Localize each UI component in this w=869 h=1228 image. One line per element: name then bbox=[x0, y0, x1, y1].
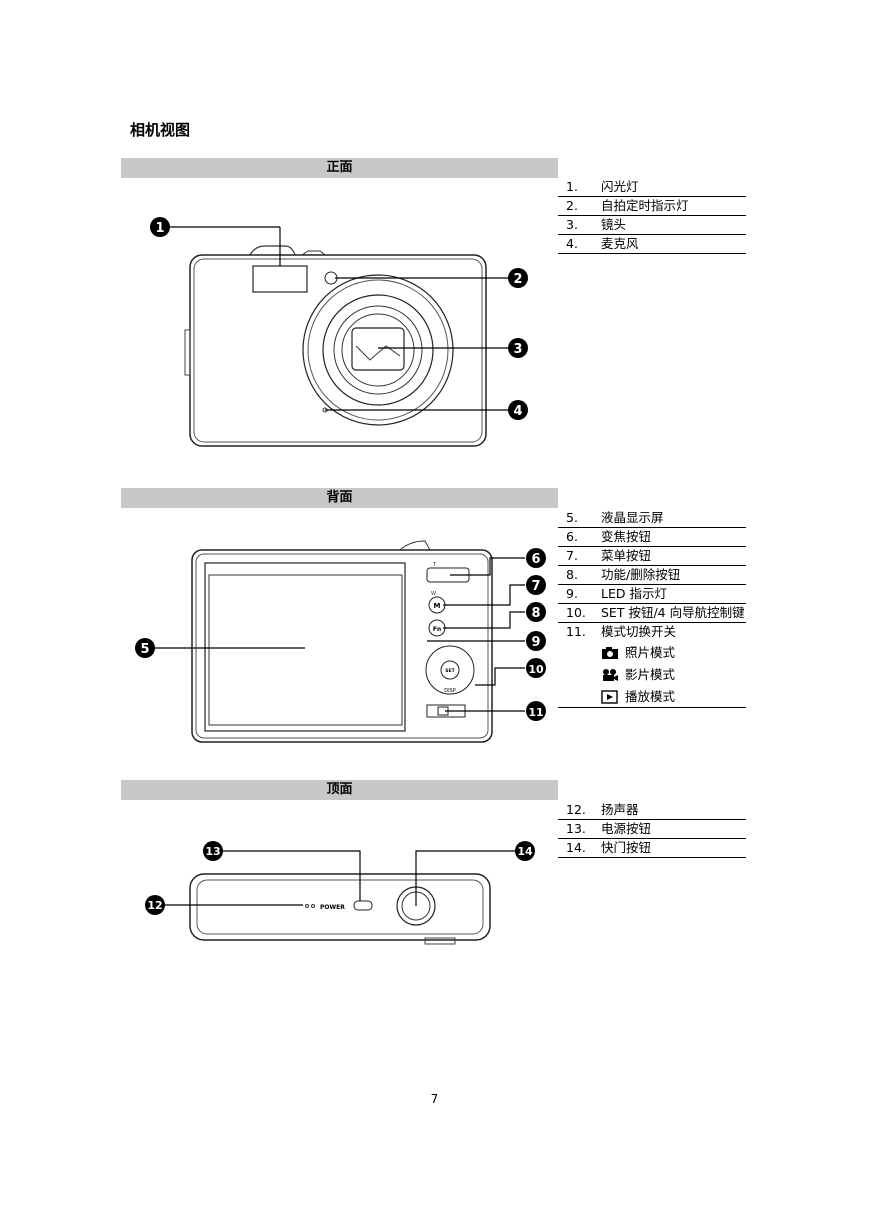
callout-11: 11 bbox=[526, 701, 546, 721]
callout-10: 10 bbox=[526, 658, 546, 678]
legend-item: 13.电源按钮 bbox=[558, 820, 746, 839]
legend-item: 4.麦克风 bbox=[558, 235, 746, 254]
svg-text:14: 14 bbox=[517, 845, 533, 858]
camera-front-diagram: 1 2 3 4 bbox=[150, 217, 528, 447]
legend-item: 5.液晶显示屏 bbox=[558, 509, 746, 528]
callout-6: 6 bbox=[526, 548, 546, 568]
svg-text:10: 10 bbox=[528, 663, 544, 676]
svg-text:POWER: POWER bbox=[320, 904, 345, 911]
callout-12: 12 bbox=[145, 895, 165, 915]
svg-text:6: 6 bbox=[531, 552, 540, 567]
callout-7: 7 bbox=[526, 575, 546, 595]
camera-back-diagram: W T M Fn SET DISP 5 6 7 8 9 10 11 bbox=[135, 540, 546, 743]
callout-4: 4 bbox=[508, 400, 528, 420]
svg-text:13: 13 bbox=[205, 845, 220, 858]
legend-back: 5.液晶显示屏 6.变焦按钮 7.菜单按钮 8.功能/删除按钮 9.LED 指示… bbox=[558, 509, 746, 708]
camera-icon bbox=[602, 647, 618, 659]
page-number: 7 bbox=[430, 1092, 439, 1106]
section-header-top: 顶面 bbox=[121, 780, 558, 800]
legend-item: 2.自拍定时指示灯 bbox=[558, 197, 746, 216]
svg-text:12: 12 bbox=[147, 899, 162, 912]
callout-2: 2 bbox=[508, 268, 528, 288]
mode-playback: 播放模式 bbox=[558, 685, 746, 708]
svg-text:DISP: DISP bbox=[444, 688, 456, 694]
svg-text:2: 2 bbox=[513, 272, 522, 287]
svg-text:M: M bbox=[434, 602, 441, 610]
svg-text:W: W bbox=[431, 591, 436, 597]
svg-text:11: 11 bbox=[528, 706, 543, 719]
camera-top-diagram: POWER 12 13 14 bbox=[145, 841, 535, 945]
svg-text:9: 9 bbox=[531, 635, 540, 650]
svg-text:SET: SET bbox=[445, 668, 455, 674]
legend-item: 12.扬声器 bbox=[558, 801, 746, 820]
svg-text:1: 1 bbox=[155, 221, 164, 236]
legend-item: 14.快门按钮 bbox=[558, 839, 746, 858]
callout-8: 8 bbox=[526, 602, 546, 622]
svg-text:T: T bbox=[432, 562, 437, 568]
svg-text:4: 4 bbox=[513, 404, 522, 419]
svg-text:Fn: Fn bbox=[433, 626, 441, 633]
section-header-front: 正面 bbox=[121, 158, 558, 178]
legend-top: 12.扬声器 13.电源按钮 14.快门按钮 bbox=[558, 801, 746, 858]
callout-5: 5 bbox=[135, 638, 155, 658]
svg-text:8: 8 bbox=[531, 606, 540, 621]
legend-item: 7.菜单按钮 bbox=[558, 547, 746, 566]
legend-front: 1.闪光灯 2.自拍定时指示灯 3.镜头 4.麦克风 bbox=[558, 178, 746, 254]
legend-item: 3.镜头 bbox=[558, 216, 746, 235]
callout-3: 3 bbox=[508, 338, 528, 358]
legend-item: 11.模式切换开关 bbox=[566, 624, 677, 639]
movie-camera-icon bbox=[603, 669, 618, 681]
svg-text:7: 7 bbox=[531, 579, 540, 594]
page-title: 相机视图 bbox=[130, 121, 191, 139]
callout-9: 9 bbox=[526, 631, 546, 651]
section-header-back: 背面 bbox=[121, 488, 558, 508]
legend-item: 10.SET 按钮/4 向导航控制键 bbox=[558, 604, 746, 623]
play-icon bbox=[601, 690, 618, 704]
legend-item: 8.功能/删除按钮 bbox=[558, 566, 746, 585]
mode-photo: 照片模式 bbox=[558, 641, 746, 663]
legend-item: 1.闪光灯 bbox=[558, 178, 746, 197]
legend-item: 9.LED 指示灯 bbox=[558, 585, 746, 604]
callout-13: 13 bbox=[203, 841, 223, 861]
svg-text:5: 5 bbox=[140, 642, 149, 657]
mode-movie: 影片模式 bbox=[558, 663, 746, 685]
svg-text:3: 3 bbox=[513, 342, 522, 357]
legend-item: 6.变焦按钮 bbox=[558, 528, 746, 547]
callout-14: 14 bbox=[515, 841, 535, 861]
callout-1: 1 bbox=[150, 217, 170, 237]
